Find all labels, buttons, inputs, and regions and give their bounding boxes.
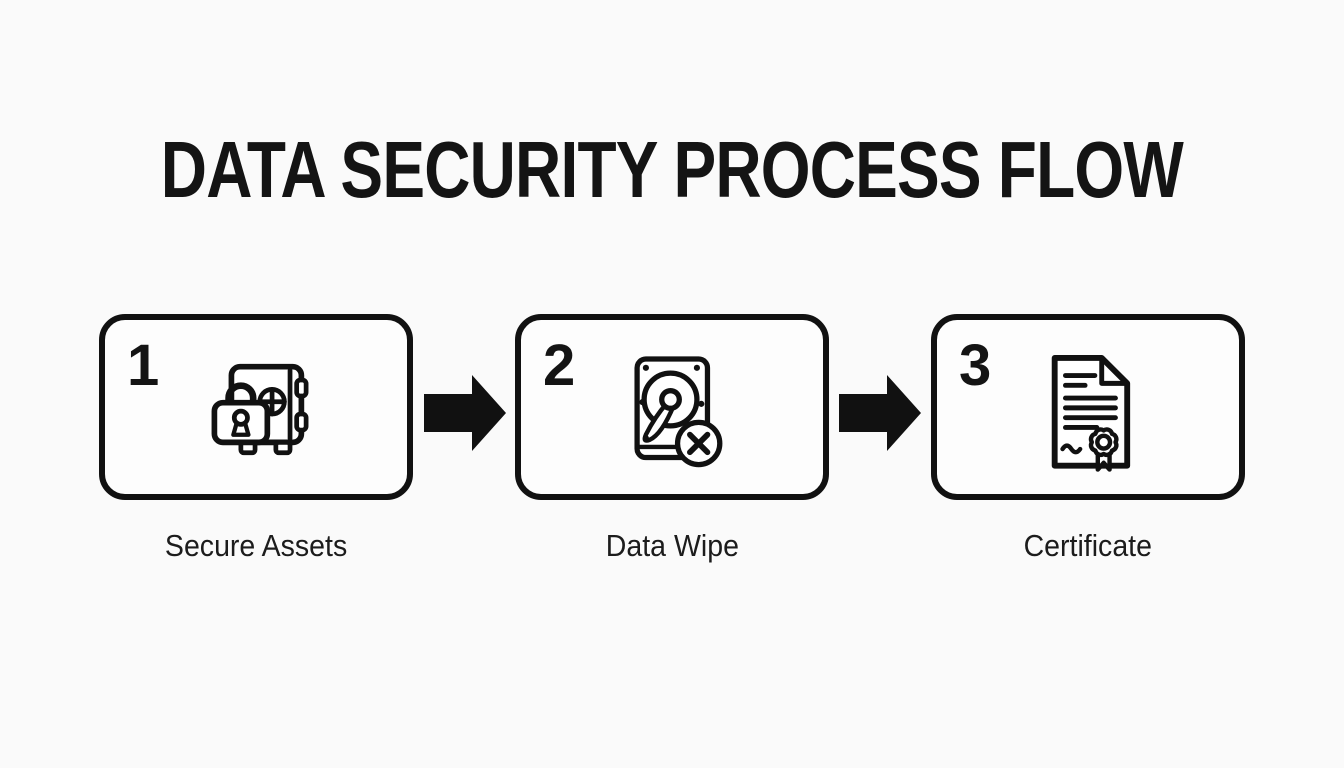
step-number: 1: [127, 333, 160, 398]
flow-arrow-right-icon: [424, 373, 508, 453]
flow-arrow-right-icon: [839, 373, 923, 453]
step-box-data-wipe: 2: [515, 314, 829, 500]
step-number: 3: [959, 333, 992, 398]
step-label-secure-assets: Secure Assets: [99, 528, 413, 563]
step-label-data-wipe: Data Wipe: [515, 528, 829, 563]
page-title-text: DATA SECURITY PROCESS FLOW: [160, 125, 1184, 214]
hard-drive-erase-icon: [628, 352, 723, 472]
step-label-certificate: Certificate: [931, 528, 1245, 563]
page-title: DATA SECURITY PROCESS FLOW: [0, 130, 1344, 210]
certificate-seal-icon: [1039, 352, 1137, 472]
step-number: 2: [543, 333, 576, 398]
safe-with-padlock-icon: [203, 359, 309, 463]
step-label-text: Certificate: [1023, 528, 1153, 563]
step-label-text: Data Wipe: [605, 528, 739, 563]
step-box-certificate: 3: [931, 314, 1245, 500]
step-label-text: Secure Assets: [164, 528, 348, 563]
step-box-secure-assets: 1: [99, 314, 413, 500]
